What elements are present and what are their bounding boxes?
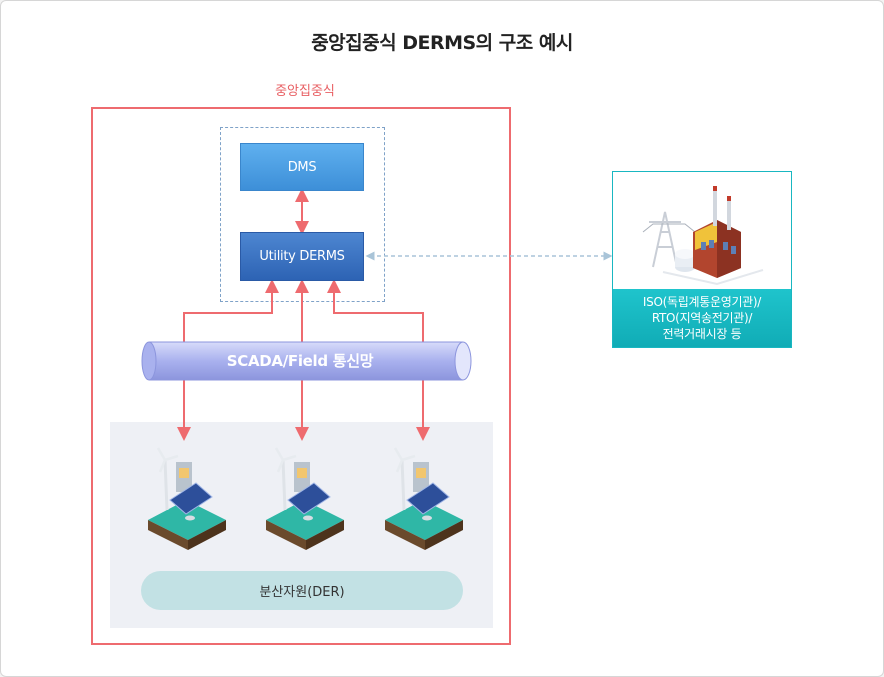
iso-label: ISO(독립계통운영기관)/ RTO(지역송전기관)/ 전력거래시장 등 (613, 289, 791, 347)
iso-label-line-3: 전력거래시장 등 (662, 327, 742, 341)
dms-box: DMS (240, 143, 364, 191)
scada-network-pipe (141, 341, 472, 381)
der-unit-icon (148, 447, 226, 550)
der-unit-icon (266, 447, 344, 550)
der-unit-icon (385, 447, 463, 550)
utility-derms-box: Utility DERMS (240, 232, 364, 281)
iso-label-line-1: ISO(독립계통운영기관)/ (642, 295, 762, 309)
scada-derms-left-arrow (183, 279, 279, 343)
diagram-title: 중앙집중식 DERMS의 구조 예시 (311, 32, 573, 54)
power-plant-icon (642, 186, 764, 286)
scada-network-label: SCADA/Field 통신망 (226, 352, 374, 370)
der-label: 분산자원(DER) (141, 571, 463, 610)
scada-derms-right-arrow (327, 279, 424, 343)
central-boundary (91, 107, 511, 645)
iso-label-line-2: RTO(지역송전기관)/ (651, 311, 753, 325)
central-label: 중앙집중식 (275, 84, 335, 99)
